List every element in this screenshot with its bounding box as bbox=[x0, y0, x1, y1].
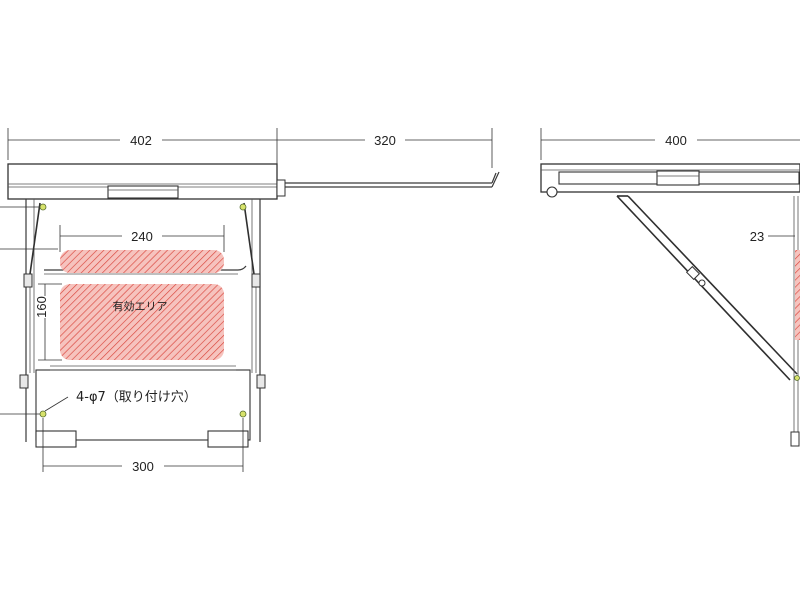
effective-area-lower bbox=[60, 284, 224, 360]
post-foot bbox=[790, 431, 800, 447]
bracket-arm-inner bbox=[627, 195, 798, 375]
bracket-arm-outer bbox=[616, 195, 791, 381]
shelf-bar bbox=[44, 265, 247, 271]
slide-stopper bbox=[276, 179, 286, 197]
mounting-hole-bottom-left bbox=[39, 410, 47, 418]
dim-slide-extension: 320 bbox=[374, 133, 396, 148]
dim-side-width: 400 bbox=[665, 133, 687, 148]
front-dimensions: 402 320 240 160 300 4-φ7（取り付け穴） bbox=[0, 128, 493, 474]
hinge-arm-right bbox=[243, 202, 255, 275]
foot-left bbox=[35, 430, 77, 448]
side-knob-left-upper bbox=[23, 273, 33, 288]
mounting-hole-bottom-right bbox=[239, 410, 247, 418]
bracket-pivot bbox=[698, 279, 706, 287]
tray-handle bbox=[107, 185, 179, 199]
base-panel bbox=[35, 369, 251, 441]
side-knob-right-upper bbox=[251, 273, 261, 288]
effective-area-upper bbox=[60, 250, 224, 273]
slide-rail-hook bbox=[491, 171, 500, 188]
dim-area-width: 240 bbox=[131, 229, 153, 244]
side-effective-area bbox=[795, 250, 800, 340]
side-knob-left-lower bbox=[19, 374, 29, 389]
front-view: 有効エリア bbox=[7, 163, 500, 448]
side-dimensions: 400 23 bbox=[540, 128, 800, 244]
mounting-hole-top-right bbox=[239, 203, 247, 211]
dim-side-offset: 23 bbox=[750, 229, 764, 244]
side-knob-right-lower bbox=[256, 374, 266, 389]
side-tray-handle bbox=[656, 170, 700, 186]
dim-area-height: 160 bbox=[34, 296, 49, 318]
mounting-hole-top-left bbox=[39, 203, 47, 211]
effective-area-label: 有効エリア bbox=[113, 299, 168, 313]
mounting-holes-note: 4-φ7（取り付け穴） bbox=[76, 390, 197, 405]
dim-hole-pitch: 300 bbox=[132, 459, 154, 474]
side-pivot-knob bbox=[546, 186, 558, 198]
side-mounting-hole bbox=[794, 375, 800, 381]
side-view bbox=[540, 163, 800, 447]
hinge-arm-left bbox=[29, 202, 41, 275]
foot-right bbox=[207, 430, 249, 448]
dim-front-width: 402 bbox=[130, 133, 152, 148]
